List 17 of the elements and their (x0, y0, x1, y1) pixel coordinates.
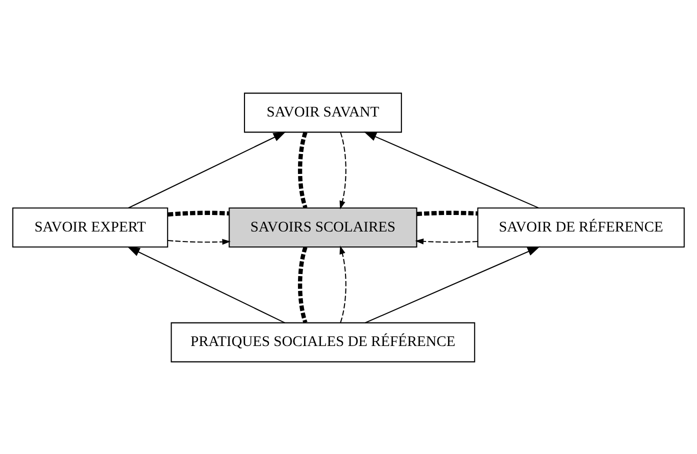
connector (298, 246, 308, 323)
arrow (340, 245, 346, 322)
arrow (365, 246, 540, 323)
connector (416, 210, 478, 216)
node-box: PRATIQUES SOCIALES DE RÉFÉRENCE (170, 322, 476, 362)
arrow (364, 131, 539, 208)
arrow (127, 246, 286, 323)
connector (298, 131, 308, 208)
arrow (340, 132, 346, 209)
node-box: SAVOIR EXPERT (12, 206, 168, 248)
arrow (415, 238, 478, 244)
connector (168, 210, 230, 216)
arrow (168, 238, 231, 244)
arrow (128, 131, 286, 208)
node-box: SAVOIRS SCOLAIRES (228, 206, 418, 248)
node-box: SAVOIR SAVANT (244, 92, 402, 132)
node-box: SAVOIR DE RÉFERENCE (477, 206, 685, 248)
